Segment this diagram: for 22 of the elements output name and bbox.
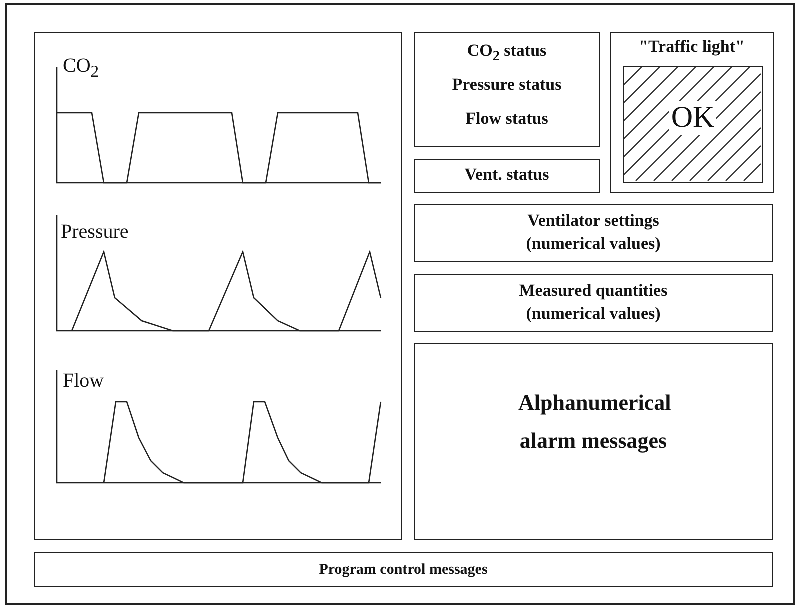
status-text: OK xyxy=(669,101,717,135)
traffic-light-panel xyxy=(610,32,774,193)
waveform-panel xyxy=(34,32,402,540)
status-panel xyxy=(414,32,600,147)
waveform-label: Pressure xyxy=(61,221,129,244)
box-text: Program control messages xyxy=(318,561,489,579)
panel-heading: "Traffic light" xyxy=(638,37,746,57)
program-message-box xyxy=(34,552,773,587)
measurements-box xyxy=(414,274,773,332)
box-text: Vent. status xyxy=(464,164,550,186)
alarm-message-box xyxy=(414,343,773,540)
waveform-label: CO$_{2}$ xyxy=(63,55,100,82)
status-label: Pressure status xyxy=(451,75,563,95)
status-label: Flow status xyxy=(464,109,550,129)
status-label: CO$_{2}$ status xyxy=(466,41,548,66)
status-box xyxy=(414,159,600,193)
waveform-label: Flow xyxy=(63,370,104,393)
settings-box xyxy=(414,204,773,262)
box-text: Ventilator settings (numerical values) xyxy=(525,210,662,255)
box-text: Measured quantities (numerical values) xyxy=(518,280,669,325)
box-text: Alphanumerical alarm messages xyxy=(518,389,668,455)
screen-frame xyxy=(5,3,795,605)
